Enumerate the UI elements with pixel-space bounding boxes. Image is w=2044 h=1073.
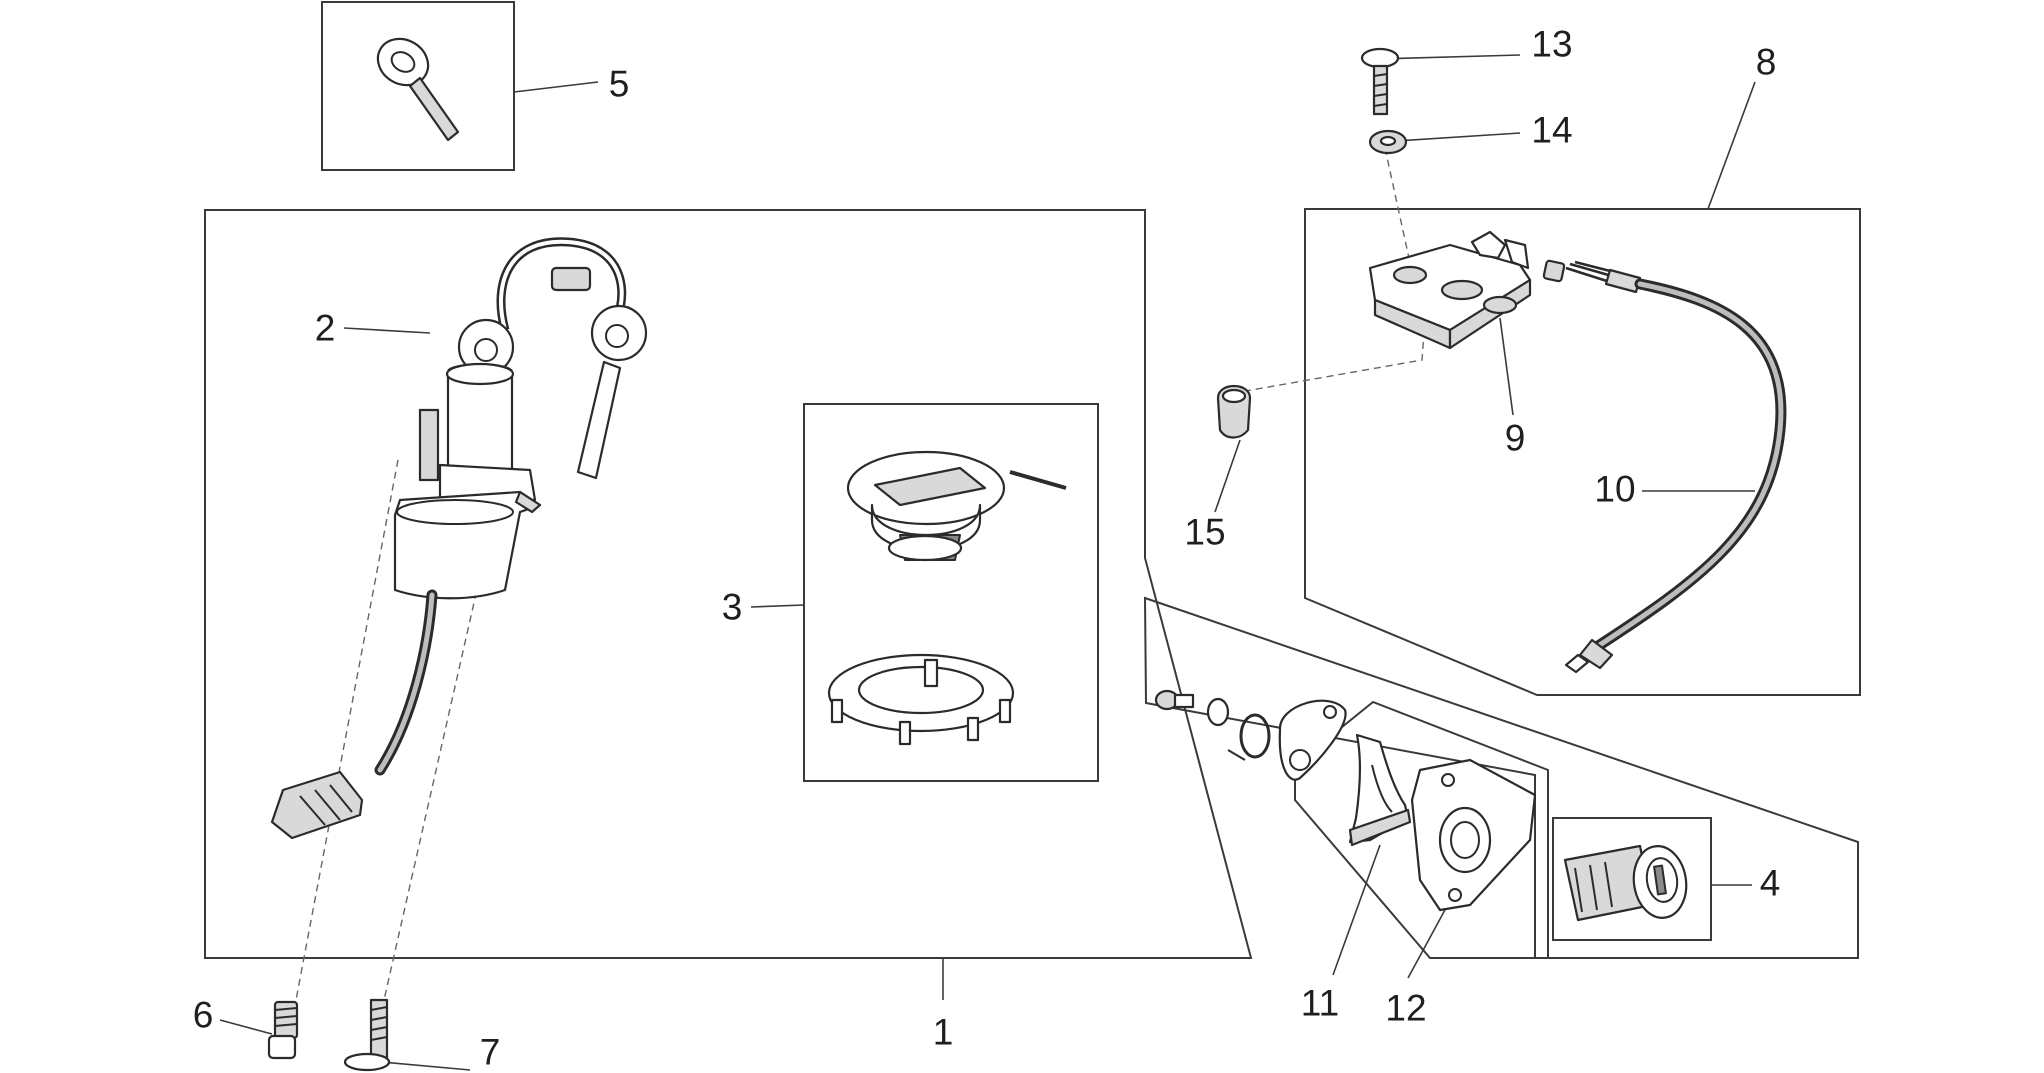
leader-12 — [1407, 907, 1447, 979]
callout-2: 2 — [314, 307, 336, 349]
lock-hardware-small-parts — [1154, 689, 1347, 781]
leader-11 — [1332, 844, 1381, 976]
assembly-line-grommet-15 — [1239, 317, 1426, 393]
callout-10: 10 — [1594, 468, 1636, 510]
callout-8: 8 — [1755, 41, 1777, 83]
plate-and-bracket-frame — [1294, 700, 1549, 959]
leader-5 — [513, 81, 599, 93]
leader-6 — [219, 1019, 273, 1035]
callout-6: 6 — [192, 994, 214, 1036]
callout-5: 5 — [608, 63, 630, 105]
leader-3 — [750, 604, 805, 608]
main-lock-kit-frame — [204, 209, 1253, 959]
assembly-line-screw-13 — [1384, 147, 1413, 273]
leader-9 — [1499, 317, 1514, 416]
grommet-part-15 — [1216, 384, 1252, 439]
callout-1: 1 — [932, 1011, 954, 1053]
callout-7: 7 — [479, 1031, 501, 1073]
key-frame — [321, 1, 515, 171]
lock-cylinder-part-4 — [1563, 844, 1688, 922]
leader-2 — [343, 327, 431, 334]
seat-lock-frame — [1304, 208, 1861, 696]
ignition-switch-part-2 — [270, 237, 648, 840]
bracket-part-11 — [1348, 733, 1412, 847]
seat-lock-bracket-part-9 — [1368, 230, 1532, 350]
key-part-5 — [376, 37, 460, 142]
callout-4: 4 — [1759, 862, 1781, 904]
callout-12: 12 — [1385, 987, 1427, 1029]
fuel-cap-frame — [803, 403, 1099, 782]
fuel-cap-part-3 — [827, 450, 1067, 746]
callout-9: 9 — [1504, 417, 1526, 459]
lock-cylinder-frame — [1552, 817, 1712, 941]
screw-part-6 — [267, 1000, 299, 1060]
screw-part-7 — [343, 998, 391, 1072]
callout-13: 13 — [1531, 23, 1573, 65]
seat-lock-cable-part-10 — [1542, 259, 1787, 674]
leader-14 — [1395, 132, 1521, 142]
callout-3: 3 — [721, 586, 743, 628]
washer-part-14 — [1368, 129, 1408, 155]
assembly-line-screw-6 — [295, 459, 399, 1001]
callout-11: 11 — [1300, 982, 1340, 1024]
callout-15: 15 — [1184, 511, 1226, 553]
callout-14: 14 — [1531, 109, 1573, 151]
leader-8 — [1707, 81, 1756, 210]
plate-part-12 — [1410, 758, 1537, 912]
leader-13 — [1377, 54, 1521, 60]
leader-15 — [1214, 439, 1241, 513]
screw-part-13 — [1360, 47, 1400, 116]
